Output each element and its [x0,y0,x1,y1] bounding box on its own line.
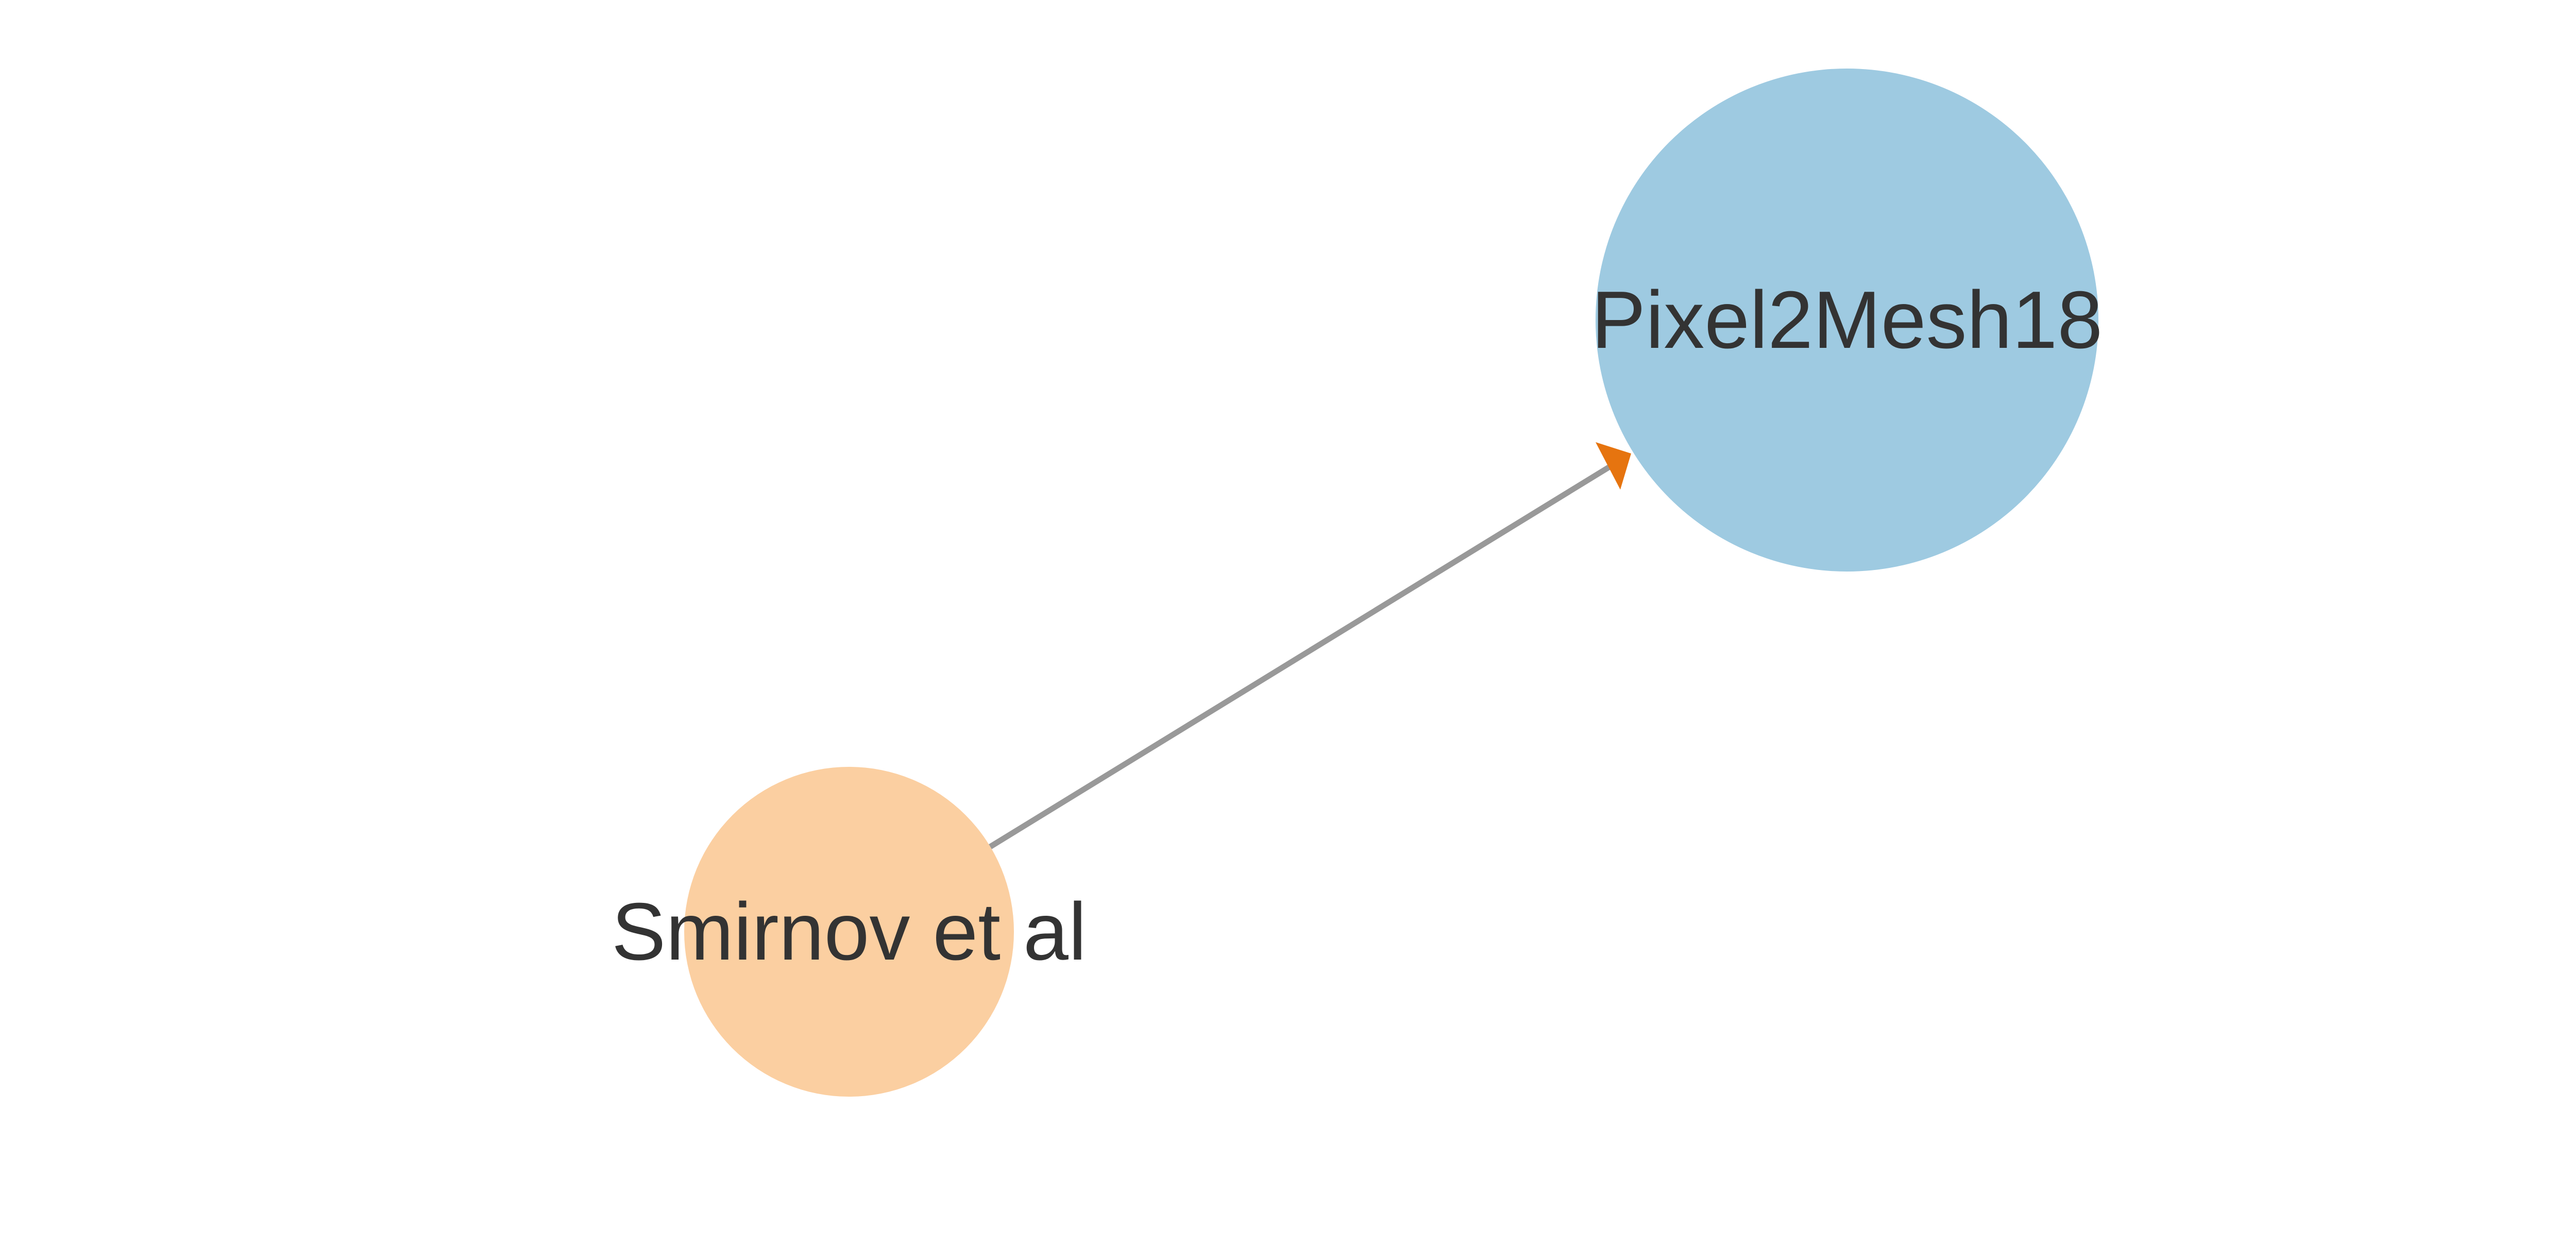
node-circle-smirnov[interactable] [684,767,1014,1097]
graph-node-pixel2mesh18[interactable]: Pixel2Mesh18 [1591,69,2103,572]
edge-line [989,458,1622,849]
node-circle-pixel2mesh18[interactable] [1596,69,2098,572]
edge-arrowhead [1596,442,1631,490]
node-label-smirnov: Smirnov et al [612,886,1087,977]
node-label-pixel2mesh18: Pixel2Mesh18 [1591,275,2103,365]
graph-node-smirnov[interactable]: Smirnov et al [612,767,1087,1097]
graph-edge [989,442,1631,849]
